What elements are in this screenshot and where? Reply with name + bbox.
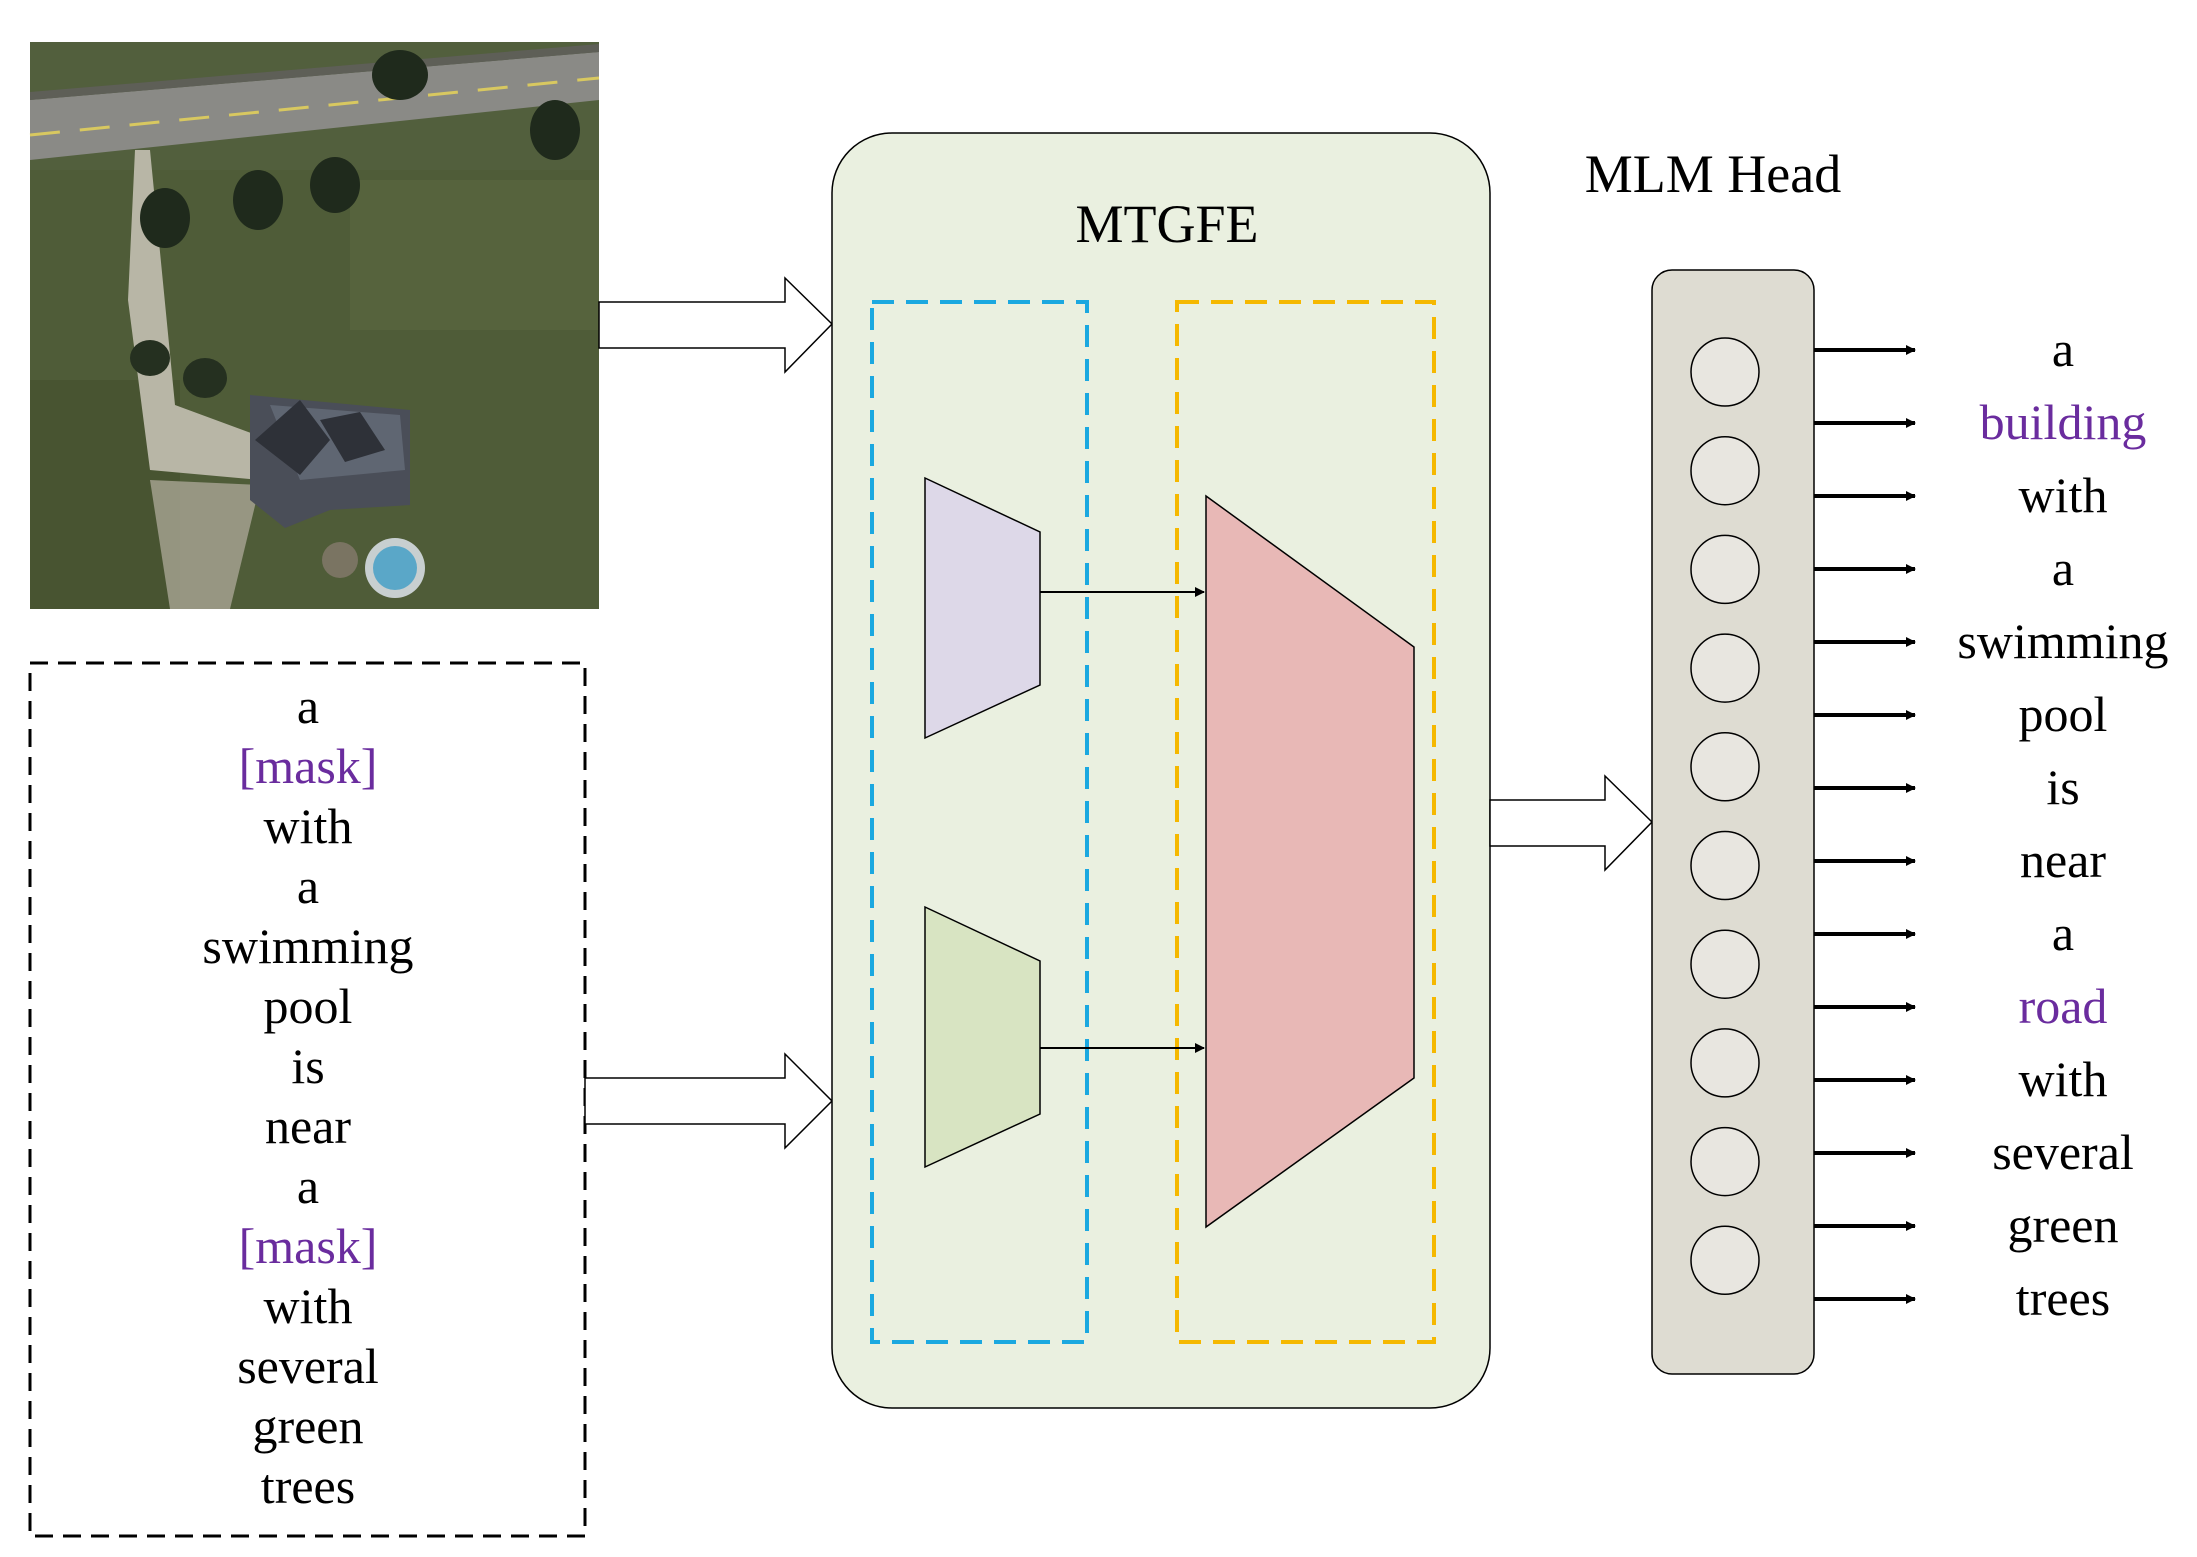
text-encoder (924, 905, 1041, 1169)
output-word: trees (2016, 1270, 2110, 1326)
output-word: swimming (1957, 613, 2168, 669)
input-word: several (237, 1338, 379, 1394)
input-word: near (265, 1098, 351, 1154)
output-word: pool (2019, 686, 2108, 742)
fusion-encoder (1205, 494, 1415, 1229)
output-word: with (2019, 467, 2108, 523)
fusion-group-box (1175, 300, 1436, 1344)
token-circle (1690, 1028, 1760, 1098)
input-word: a (297, 858, 319, 914)
token-circles (1690, 337, 1760, 1296)
input-word: [mask] (239, 1218, 378, 1274)
token-circle (1690, 1126, 1760, 1197)
input-word: with (264, 798, 353, 854)
token-circle (1690, 435, 1760, 506)
input-word: [mask] (239, 738, 378, 794)
token-circle (1690, 337, 1760, 407)
output-text-column: a building with a swimming pool is near a road wit… (1957, 321, 2168, 1326)
output-word: a (2052, 321, 2074, 377)
token-circle (1690, 929, 1760, 999)
output-word: several (1992, 1124, 2134, 1180)
head-label: MLM Head (1585, 144, 1841, 204)
text-input-arrow (584, 1052, 834, 1150)
output-word: near (2020, 832, 2106, 888)
module-output-arrow (1489, 774, 1654, 872)
image-encoder (924, 476, 1041, 740)
token-circle (1690, 732, 1760, 802)
encoder-group-box (870, 300, 1089, 1344)
input-word: with (264, 1278, 353, 1334)
satellite-image (29, 42, 600, 609)
token-circle (1690, 534, 1760, 605)
output-word: green (2007, 1197, 2118, 1253)
output-word: is (2046, 759, 2079, 815)
input-word: green (252, 1398, 363, 1454)
token-circle (1690, 633, 1760, 703)
mlm-head (1651, 269, 1815, 1375)
input-word: a (297, 678, 319, 734)
token-circle (1690, 1225, 1760, 1296)
input-word: swimming (202, 918, 413, 974)
input-text-column: a[mask]withaswimmingpoolisneara[mask]wit… (202, 678, 413, 1514)
input-word: is (291, 1038, 324, 1094)
token-circle (1690, 830, 1760, 901)
output-word: building (1980, 394, 2147, 450)
input-word: trees (261, 1458, 355, 1514)
module-label: MTGFE (1075, 194, 1258, 254)
output-arrows (1814, 345, 1916, 1304)
output-word: a (2052, 905, 2074, 961)
input-word: pool (264, 978, 353, 1034)
output-word: a (2052, 540, 2074, 596)
input-word: a (297, 1158, 319, 1214)
image-input-arrow (598, 276, 834, 374)
output-word: with (2019, 1051, 2108, 1107)
output-word: road (2019, 978, 2108, 1034)
